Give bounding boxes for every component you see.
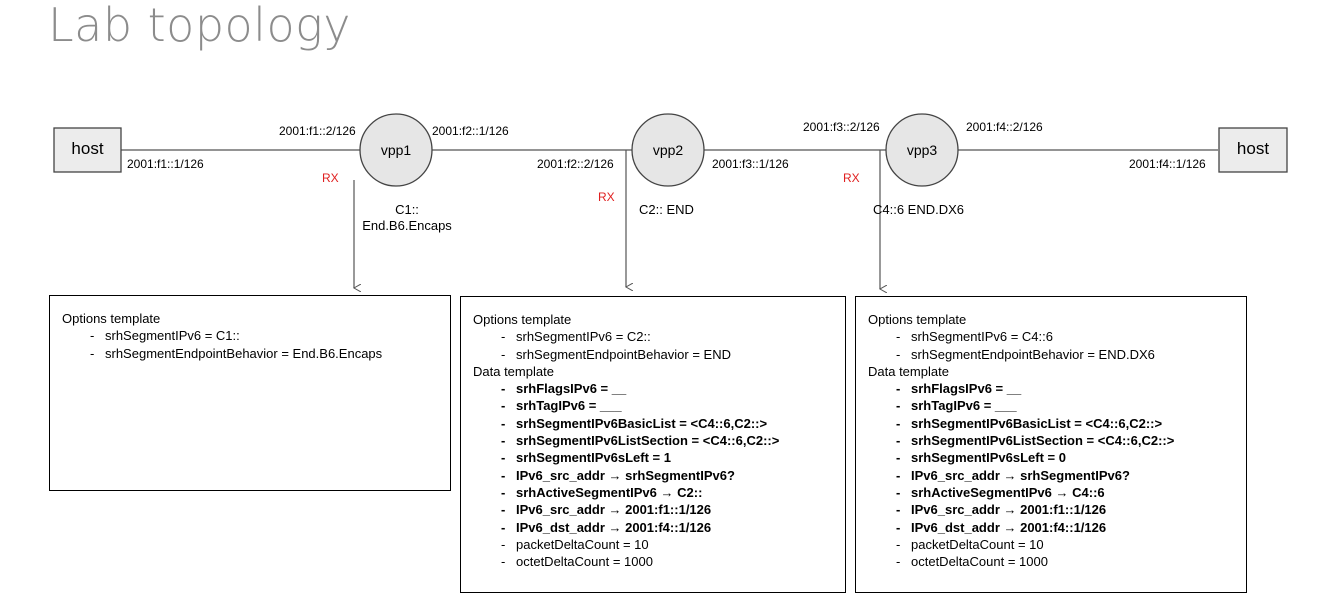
rx-label-3: RX [843, 171, 860, 185]
data-template-header: Data template [868, 363, 949, 379]
addr-vpp1-left: 2001:f1::2/126 [279, 124, 356, 138]
list-item: packetDeltaCount = 10 [501, 536, 833, 554]
list-item: srhActiveSegmentIPv6 → C2:: [501, 484, 833, 502]
list-item: srhSegmentEndpointBehavior = END [501, 346, 833, 364]
list-item: srhTagIPv6 = ___ [896, 397, 1234, 415]
list-item: srhSegmentIPv6 = C1:: [90, 327, 438, 345]
list-item: srhSegmentIPv6sLeft = 0 [896, 449, 1234, 467]
list-item: srhSegmentIPv6ListSection = <C4::6,C2::> [896, 432, 1234, 450]
list-item: srhSegmentEndpointBehavior = END.DX6 [896, 346, 1234, 364]
panel-vpp1: Options template srhSegmentIPv6 = C1:: s… [49, 295, 451, 491]
addr-vpp3-left: 2001:f3::2/126 [803, 120, 880, 134]
vpp1-behavior-line2: End.B6.Encaps [362, 218, 452, 233]
options-list: srhSegmentIPv6 = C4::6 srhSegmentEndpoin… [868, 328, 1234, 363]
list-item: srhSegmentIPv6BasicList = <C4::6,C2::> [896, 415, 1234, 433]
data-list: srhFlagsIPv6 = __ srhTagIPv6 = ___ srhSe… [473, 380, 833, 571]
options-template-header: Options template [868, 312, 967, 327]
vpp2-node [631, 113, 705, 187]
list-item: octetDeltaCount = 1000 [896, 553, 1234, 571]
host-right-label: host [1236, 139, 1270, 158]
vpp1-node [359, 113, 433, 187]
list-item: srhTagIPv6 = ___ [501, 397, 833, 415]
list-item: srhSegmentIPv6 = C2:: [501, 328, 833, 346]
options-list: srhSegmentIPv6 = C2:: srhSegmentEndpoint… [473, 328, 833, 363]
host-right-box [1218, 127, 1288, 173]
list-item: srhFlagsIPv6 = __ [501, 380, 833, 398]
addr-vpp1-right: 2001:f2::1/126 [432, 124, 509, 138]
page-title: Lab topology [48, 0, 351, 52]
list-item: packetDeltaCount = 10 [896, 536, 1234, 554]
vpp2-label: vpp2 [652, 142, 684, 158]
list-item: IPv6_src_addr → srhSegmentIPv6? [501, 467, 833, 485]
options-template-header: Options template [62, 311, 161, 326]
vpp1-behavior-line1: C1:: [395, 202, 419, 217]
panel-vpp3: Options template srhSegmentIPv6 = C4::6 … [855, 296, 1247, 593]
addr-host2: 2001:f4::1/126 [1129, 157, 1206, 171]
list-item: IPv6_src_addr → 2001:f1::1/126 [896, 501, 1234, 519]
vpp3-node [885, 113, 959, 187]
rx-label-1: RX [322, 171, 339, 185]
list-item: IPv6_src_addr → srhSegmentIPv6? [896, 467, 1234, 485]
list-item: srhSegmentIPv6sLeft = 1 [501, 449, 833, 467]
addr-vpp2-right: 2001:f3::1/126 [712, 157, 789, 171]
data-template-header: Data template [473, 363, 554, 379]
host-left-label: host [71, 139, 104, 158]
list-item: srhSegmentIPv6BasicList = <C4::6,C2::> [501, 415, 833, 433]
rx-label-2: RX [598, 190, 615, 204]
host-left-box [53, 127, 122, 173]
options-template-header: Options template [473, 312, 572, 327]
data-list: srhFlagsIPv6 = __ srhTagIPv6 = ___ srhSe… [868, 380, 1234, 571]
list-item: srhFlagsIPv6 = __ [896, 380, 1234, 398]
list-item: srhSegmentIPv6ListSection = <C4::6,C2::> [501, 432, 833, 450]
list-item: srhSegmentEndpointBehavior = End.B6.Enca… [90, 345, 438, 363]
vpp1-label: vpp1 [380, 142, 412, 158]
addr-vpp2-left: 2001:f2::2/126 [537, 157, 614, 171]
list-item: IPv6_dst_addr → 2001:f4::1/126 [501, 519, 833, 537]
addr-host1: 2001:f1::1/126 [127, 157, 204, 171]
vpp3-label: vpp3 [906, 142, 938, 158]
options-list: srhSegmentIPv6 = C1:: srhSegmentEndpoint… [62, 327, 438, 362]
list-item: srhActiveSegmentIPv6 → C4::6 [896, 484, 1234, 502]
list-item: srhSegmentIPv6 = C4::6 [896, 328, 1234, 346]
list-item: IPv6_dst_addr → 2001:f4::1/126 [896, 519, 1234, 537]
list-item: octetDeltaCount = 1000 [501, 553, 833, 571]
addr-vpp3-right: 2001:f4::2/126 [966, 120, 1043, 134]
vpp2-behavior: C2:: END [639, 202, 694, 217]
panel-vpp2: Options template srhSegmentIPv6 = C2:: s… [460, 296, 846, 593]
vpp3-behavior: C4::6 END.DX6 [873, 202, 965, 217]
list-item: IPv6_src_addr → 2001:f1::1/126 [501, 501, 833, 519]
